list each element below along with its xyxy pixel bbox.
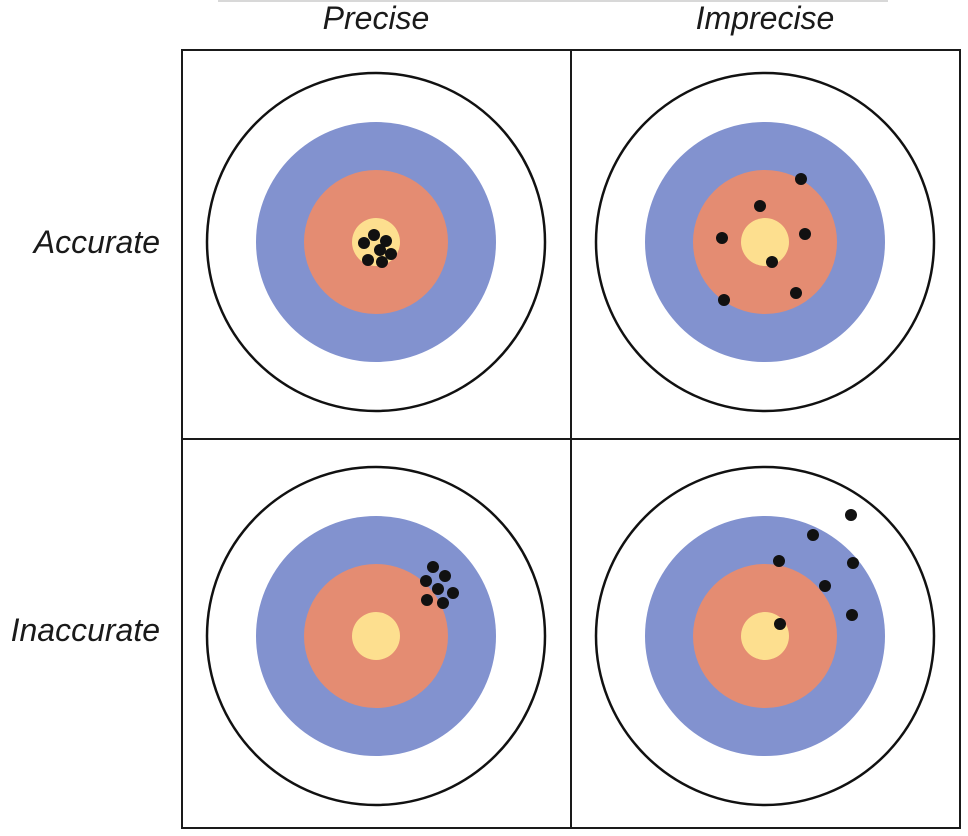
shot-dot-icon bbox=[437, 597, 449, 609]
column-label-imprecise: Imprecise bbox=[695, 0, 835, 36]
shot-dot-icon bbox=[368, 229, 380, 241]
row-label-inaccurate: Inaccurate bbox=[10, 612, 160, 648]
shot-dot-icon bbox=[766, 256, 778, 268]
shot-group bbox=[773, 509, 859, 630]
shot-dot-icon bbox=[716, 232, 728, 244]
shot-dot-icon bbox=[420, 575, 432, 587]
shot-group bbox=[358, 229, 397, 268]
target-icon bbox=[594, 465, 936, 807]
shot-dot-icon bbox=[845, 509, 857, 521]
shot-dot-icon bbox=[847, 557, 859, 569]
column-label-precise: Precise bbox=[322, 0, 430, 36]
shot-dot-icon bbox=[439, 570, 451, 582]
shot-dot-icon bbox=[380, 235, 392, 247]
shot-dot-icon bbox=[374, 244, 386, 256]
top-divider bbox=[218, 0, 888, 2]
shot-dot-icon bbox=[773, 555, 785, 567]
shot-dot-icon bbox=[376, 256, 388, 268]
target-icon bbox=[205, 71, 547, 413]
shot-dot-icon bbox=[421, 594, 433, 606]
shot-dot-icon bbox=[718, 294, 730, 306]
shot-group bbox=[716, 173, 811, 306]
shot-dot-icon bbox=[432, 583, 444, 595]
target-accurate-imprecise bbox=[594, 71, 936, 413]
shot-dot-icon bbox=[754, 200, 766, 212]
target-icon bbox=[594, 71, 936, 413]
shot-dot-icon bbox=[427, 561, 439, 573]
shot-dot-icon bbox=[358, 237, 370, 249]
shot-dot-icon bbox=[385, 248, 397, 260]
shot-dot-icon bbox=[774, 618, 786, 630]
shot-dot-icon bbox=[799, 228, 811, 240]
shot-dot-icon bbox=[447, 587, 459, 599]
target-icon bbox=[205, 465, 547, 807]
target-inaccurate-imprecise bbox=[594, 465, 936, 807]
shot-dot-icon bbox=[807, 529, 819, 541]
shot-dot-icon bbox=[795, 173, 807, 185]
shot-dot-icon bbox=[362, 254, 374, 266]
target-inaccurate-precise bbox=[205, 465, 547, 807]
target-accurate-precise bbox=[205, 71, 547, 413]
row-label-accurate: Accurate bbox=[33, 224, 160, 260]
shot-group bbox=[420, 561, 459, 609]
shot-dot-icon bbox=[846, 609, 858, 621]
shot-dot-icon bbox=[790, 287, 802, 299]
shot-dot-icon bbox=[819, 580, 831, 592]
